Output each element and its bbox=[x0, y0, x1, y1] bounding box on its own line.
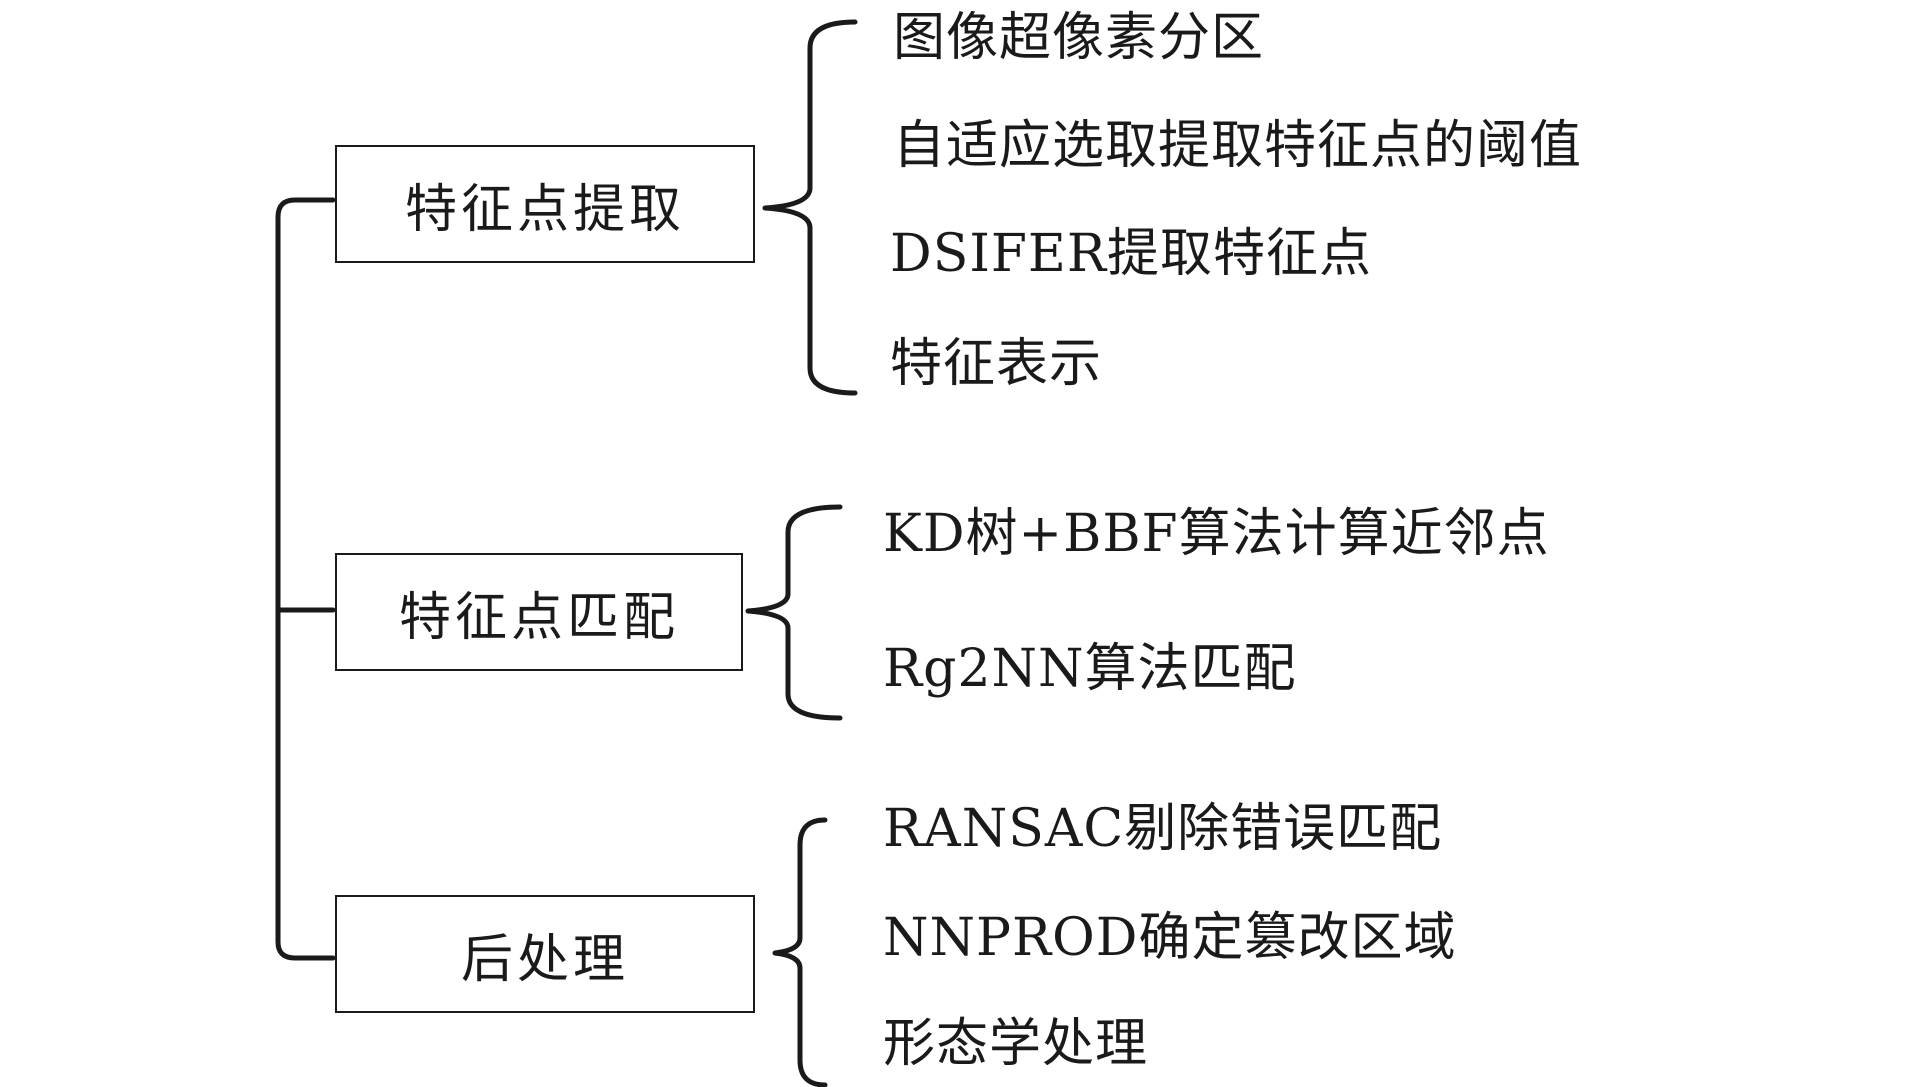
stage-label: 特征点匹配 bbox=[398, 587, 679, 648]
step-item: RANSAC剔除错误匹配 bbox=[883, 799, 1443, 859]
stage-box-feature-matching: 特征点匹配 bbox=[335, 553, 743, 671]
step-item: DSIFER提取特征点 bbox=[890, 224, 1373, 284]
stage-label: 后处理 bbox=[460, 929, 629, 990]
stage-box-feature-extraction: 特征点提取 bbox=[335, 145, 755, 263]
step-item: 图像超像素分区 bbox=[893, 8, 1265, 68]
stage-box-post-processing: 后处理 bbox=[335, 895, 755, 1013]
main-bracket bbox=[275, 197, 336, 961]
step-item: NNPROD确定篡改区域 bbox=[883, 908, 1457, 968]
step-item: 自适应选取提取特征点的阈值 bbox=[893, 116, 1583, 176]
step-item: Rg2NN算法匹配 bbox=[883, 639, 1297, 699]
step-item: KD树+BBF算法计算近邻点 bbox=[883, 504, 1550, 564]
step-item: 特征表示 bbox=[890, 334, 1103, 394]
brace-stage-1 bbox=[762, 19, 858, 396]
brace-stage-3 bbox=[772, 817, 828, 1087]
stage-label: 特征点提取 bbox=[404, 179, 685, 240]
brace-stage-2 bbox=[745, 504, 843, 721]
step-item: 形态学处理 bbox=[883, 1014, 1149, 1074]
